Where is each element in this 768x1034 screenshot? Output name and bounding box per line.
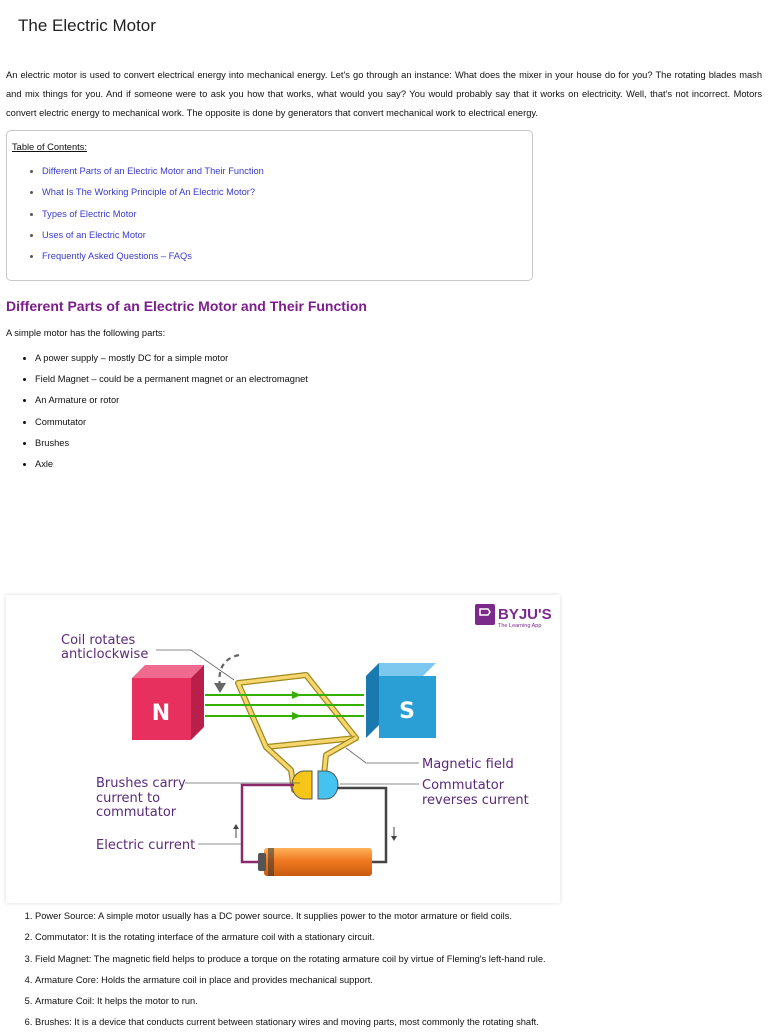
label-magnetic-field: Magnetic field xyxy=(422,757,514,772)
rotation-arrow-icon xyxy=(218,653,240,688)
toc-list: Different Parts of an Electric Motor and… xyxy=(7,161,264,267)
label-anticlockwise: anticlockwise xyxy=(61,647,148,662)
list-item: A power supply – mostly DC for a simple … xyxy=(35,348,308,369)
north-magnet: N xyxy=(132,665,204,740)
section-intro: A simple motor has the following parts: xyxy=(6,328,166,338)
toc-item: What Is The Working Principle of An Elec… xyxy=(42,182,264,203)
brand-tagline: The Learning App xyxy=(498,623,541,629)
list-item: Commutator: It is the rotating interface… xyxy=(35,927,546,948)
brand-name: BYJU'S xyxy=(498,606,552,623)
list-item: Axle xyxy=(35,454,308,475)
list-item: Armature Coil: It helps the motor to run… xyxy=(35,991,546,1012)
leader-line-coil xyxy=(156,649,235,681)
intro-paragraph: An electric motor is used to convert ele… xyxy=(6,70,762,118)
label-coil-rotates: Coil rotates xyxy=(61,633,136,648)
label-commutator: Commutator xyxy=(422,778,505,793)
magnetic-field-lines xyxy=(205,691,364,720)
toc-link-faqs[interactable]: Frequently Asked Questions – FAQs xyxy=(42,251,192,262)
list-item: Brushes xyxy=(35,433,308,454)
toc-link-working-principle[interactable]: What Is The Working Principle of An Elec… xyxy=(42,187,256,198)
toc-item: Frequently Asked Questions – FAQs xyxy=(42,246,264,267)
motor-diagram-svg: BYJU'S The Learning App Coil rotates ant… xyxy=(61,604,552,876)
rotation-arrowhead-icon xyxy=(214,683,226,693)
leader-line-field xyxy=(345,747,419,764)
armature-coil xyxy=(235,672,359,793)
label-current-to: current to xyxy=(96,791,160,806)
current-down-arrowhead-icon xyxy=(391,836,397,841)
toc-item: Types of Electric Motor xyxy=(42,204,264,225)
list-item: Power Source: A simple motor usually has… xyxy=(35,906,546,927)
motor-diagram: BYJU'S The Learning App Coil rotates ant… xyxy=(6,595,560,903)
south-label: S xyxy=(399,699,415,724)
list-item: An Armature or rotor xyxy=(35,390,308,411)
label-brushes-carry: Brushes carry xyxy=(96,776,186,791)
list-item: Armature Core: Holds the armature coil i… xyxy=(35,970,546,991)
parts-description-list: Power Source: A simple motor usually has… xyxy=(6,906,546,1034)
brand-logo: BYJU'S The Learning App xyxy=(475,604,552,629)
label-electric-current: Electric current xyxy=(96,838,195,853)
brand-logo-mark xyxy=(479,608,491,616)
list-item: Brushes: It is a device that conducts cu… xyxy=(35,1012,546,1033)
toc-title: Table of Contents: xyxy=(12,142,87,152)
toc-item: Uses of an Electric Motor xyxy=(42,225,264,246)
page-title: The Electric Motor xyxy=(18,16,156,35)
parts-list: A power supply – mostly DC for a simple … xyxy=(6,348,308,475)
south-magnet: S xyxy=(366,663,436,738)
section-heading: Different Parts of an Electric Motor and… xyxy=(6,298,367,314)
north-label: N xyxy=(152,701,170,726)
toc-link-parts[interactable]: Different Parts of an Electric Motor and… xyxy=(42,166,264,176)
table-of-contents: Table of Contents: Different Parts of an… xyxy=(6,130,533,281)
toc-link-types[interactable]: Types of Electric Motor xyxy=(42,208,137,219)
list-item: Commutator xyxy=(35,412,308,433)
toc-link-uses[interactable]: Uses of an Electric Motor xyxy=(42,229,146,240)
toc-item: Different Parts of an Electric Motor and… xyxy=(42,161,264,182)
list-item: Field Magnet: The magnetic field helps t… xyxy=(35,949,546,970)
label-to-commutator: commutator xyxy=(96,805,177,820)
circuit-wires xyxy=(240,783,388,864)
list-item: Field Magnet – could be a permanent magn… xyxy=(35,369,308,390)
commutator xyxy=(291,770,339,800)
current-up-arrowhead-icon xyxy=(233,824,239,829)
battery xyxy=(258,848,372,876)
label-reverses-current: reverses current xyxy=(422,793,529,808)
